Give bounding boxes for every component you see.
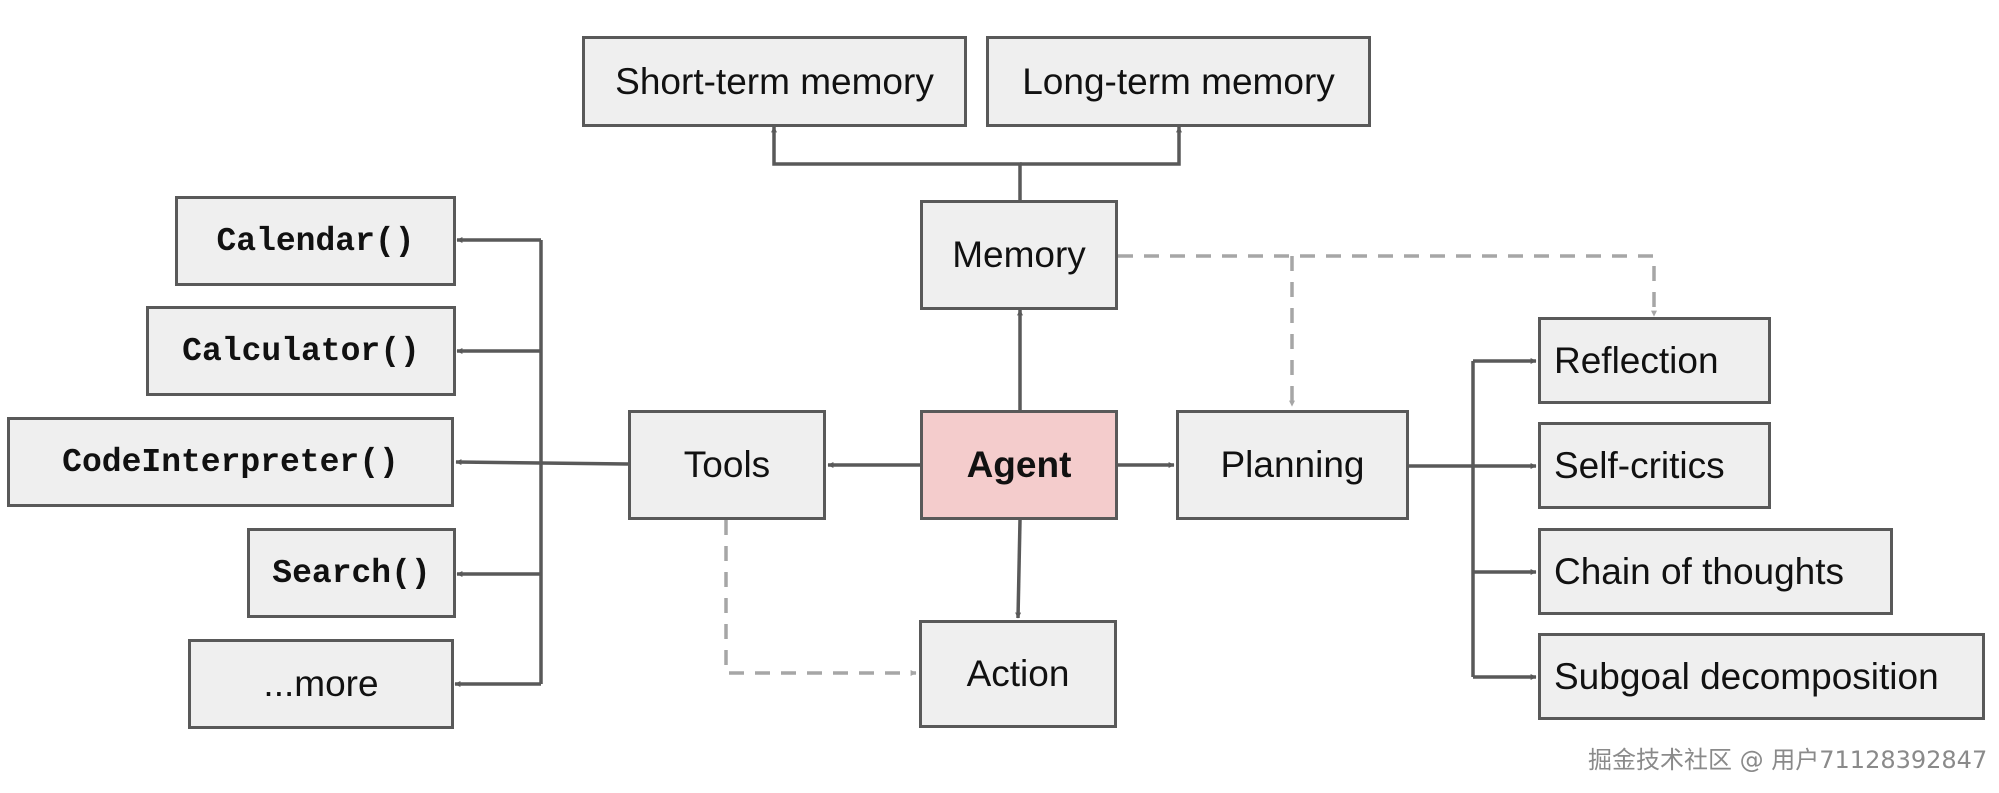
agent-label: Agent (966, 444, 1072, 485)
code-interpreter-tool-box: CodeInterpreter() (7, 417, 454, 507)
long-term-memory-label: Long-term memory (1022, 60, 1335, 102)
edge-memory-to-short-term-memory (771, 126, 1022, 200)
edge-agent-to-action (1015, 519, 1022, 619)
more-tools-box: ...more (188, 639, 454, 729)
reflection-box: Reflection (1538, 317, 1771, 404)
subgoal-decomposition-box: Subgoal decomposition (1538, 633, 1985, 720)
action-box: Action (919, 620, 1117, 728)
edge-tools-to-action-dashed (724, 520, 917, 676)
edge-memory-to-planning-dashed (1118, 254, 1657, 317)
edge-memory-to-long-term-memory (1020, 126, 1182, 166)
long-term-memory-box: Long-term memory (986, 36, 1371, 127)
chain-of-thoughts-box: Chain of thoughts (1538, 528, 1893, 615)
calendar-tool-label: Calendar() (216, 222, 415, 260)
code-interpreter-tool-label: CodeInterpreter() (62, 443, 399, 481)
self-critics-label: Self-critics (1554, 444, 1725, 486)
search-tool-box: Search() (247, 528, 456, 618)
memory-label: Memory (952, 234, 1086, 275)
tools-label: Tools (683, 444, 771, 485)
reflection-label: Reflection (1554, 339, 1719, 381)
short-term-memory-label: Short-term memory (615, 60, 934, 102)
search-tool-label: Search() (272, 554, 431, 592)
agent-box: Agent (920, 410, 1118, 520)
subgoal-decomposition-label: Subgoal decomposition (1554, 655, 1939, 697)
chain-of-thoughts-label: Chain of thoughts (1554, 550, 1845, 592)
action-label: Action (966, 653, 1070, 694)
calculator-tool-label: Calculator() (182, 332, 420, 370)
planning-label: Planning (1220, 444, 1365, 485)
planning-box: Planning (1176, 410, 1409, 520)
more-tools-label: ...more (263, 663, 379, 704)
calendar-tool-box: Calendar() (175, 196, 456, 286)
calculator-tool-box: Calculator() (146, 306, 456, 396)
short-term-memory-box: Short-term memory (582, 36, 967, 127)
tools-box: Tools (628, 410, 826, 520)
memory-box: Memory (920, 200, 1118, 310)
watermark-text: 掘金技术社区 @ 用户71128392847 (1588, 746, 1988, 774)
self-critics-box: Self-critics (1538, 422, 1771, 509)
